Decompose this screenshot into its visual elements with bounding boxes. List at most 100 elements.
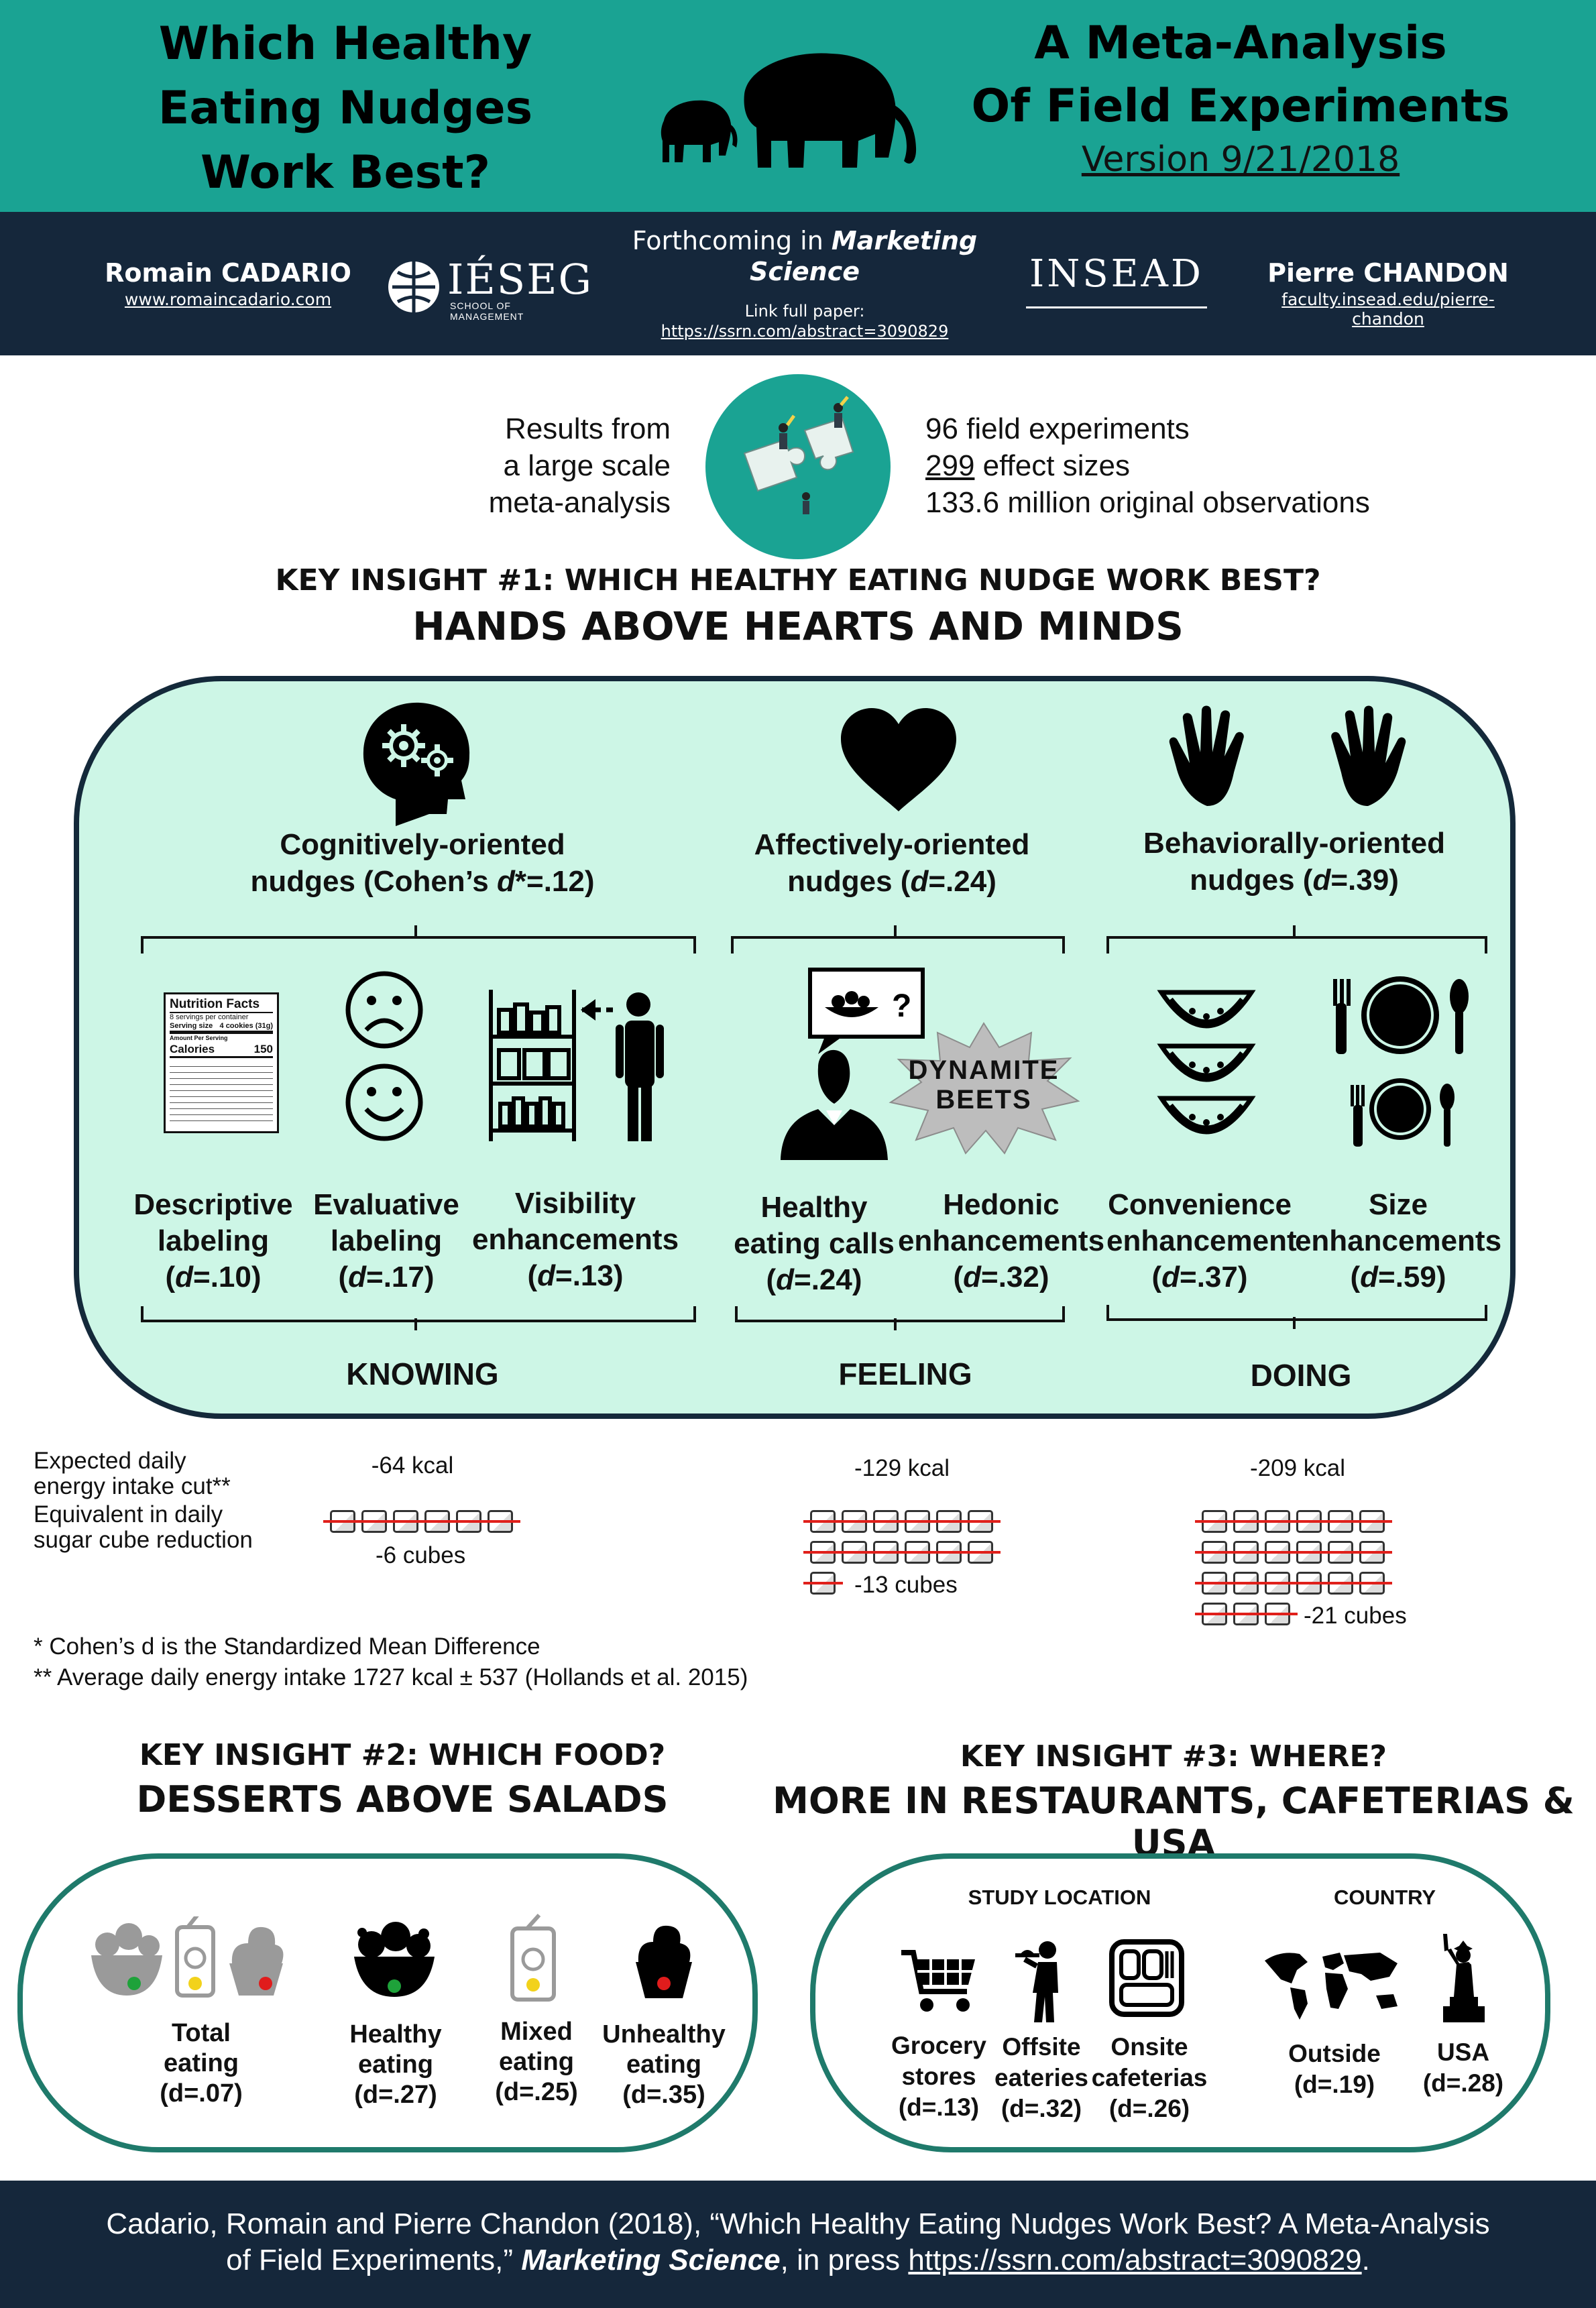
nudge-descriptive-l2: labeling (157, 1224, 270, 1257)
behavioral-group-prefix: nudges ( (1190, 864, 1313, 897)
nudge-visibility-d: d (537, 1259, 556, 1292)
insight1-kicker: KEY INSIGHT #1: WHICH HEALTHY EATING NUD… (275, 563, 1321, 597)
nudge-convenience-d: d (1161, 1261, 1180, 1293)
sugar-cube-feeling (873, 1541, 899, 1564)
food-healthy: Healthy eating (d=.27) (322, 2020, 469, 2110)
cognitive-top-brace (141, 936, 696, 954)
cognitive-group-prefix: nudges (Cohen’s (250, 865, 497, 898)
affective-group-value: =.24) (928, 865, 996, 898)
paper-link[interactable]: https://ssrn.com/abstract=3090829 (661, 322, 949, 341)
insight2-kicker: KEY INSIGHT #2: WHICH FOOD? (139, 1738, 666, 1772)
location-onsite-val: (d=.26) (1108, 2095, 1190, 2122)
sugar-cube-doing (1202, 1541, 1227, 1564)
author1-name: Romain CADARIO (105, 258, 351, 288)
nudge-convenience-val: =.37) (1180, 1261, 1248, 1293)
cubes-knowing: -6 cubes (376, 1542, 466, 1568)
insight1-headline: HANDS ABOVE HEARTS AND MINDS (412, 603, 1184, 649)
summary-experiments: 96 field experiments (925, 412, 1190, 445)
nudge-visibility-pre: ( (527, 1259, 538, 1292)
citation-journal: Marketing Science (521, 2244, 781, 2276)
nudge-healthy-calls-l2: eating calls (734, 1227, 895, 1260)
feeling-brace (735, 1306, 1065, 1322)
behavioral-group-value: =.39) (1330, 864, 1399, 897)
sugar-cube-doing (1328, 1572, 1353, 1595)
head-gears-icon (363, 702, 470, 826)
nudge-descriptive-d: d (175, 1261, 194, 1293)
nudge-size-val: =.59) (1378, 1261, 1446, 1293)
energy-label-4: sugar cube reduction (34, 1527, 253, 1553)
forthcoming-journal-1: Marketing (831, 226, 978, 255)
kcal-doing: -209 kcal (1249, 1455, 1346, 1481)
sugar-cube-feeling (842, 1541, 867, 1564)
knowing-brace-tick (414, 1318, 417, 1330)
sugar-cube-knowing (456, 1510, 481, 1533)
nudge-convenience-pre: ( (1151, 1261, 1162, 1293)
sugar-cube-strike-feeling (803, 1582, 843, 1584)
cognitive-group-d: d (496, 865, 515, 898)
sugar-cube-doing (1202, 1603, 1227, 1625)
mixed-eating-icon (510, 1913, 556, 2002)
country-outside-l1: Outside (1288, 2040, 1381, 2067)
shelf-person-icon (489, 990, 664, 1141)
food-total: Total eating (d=.07) (127, 2018, 275, 2109)
nutrition-title: Nutrition Facts (170, 997, 273, 1013)
location-grocery-l2: stores (901, 2063, 976, 2090)
sugar-cube-doing (1296, 1510, 1322, 1533)
footnote-1: * Cohen’s d is the Standardized Mean Dif… (34, 1633, 540, 1660)
sugar-cube-knowing (488, 1510, 513, 1533)
citation-end: . (1361, 2244, 1370, 2276)
title-right: A Meta-Analysis Of Field Experiments (959, 12, 1522, 138)
sugar-cube-feeling (810, 1572, 836, 1595)
sugar-cube-doing (1359, 1572, 1385, 1595)
behavioral-group-line-2: nudges (d=.39) (1086, 862, 1502, 899)
nudge-convenience-l1: Convenience (1108, 1188, 1292, 1221)
nudge-evaluative-val: =.17) (366, 1261, 435, 1293)
summary-left-line-1: Results from (505, 412, 671, 445)
title-left-line-2: Eating Nudges (158, 82, 533, 135)
location-onsite-l1: Onsite (1110, 2033, 1188, 2061)
citation-prefix: of Field Experiments,” (226, 2244, 522, 2276)
nutrition-calories: Calories (170, 1043, 215, 1055)
nudge-healthy-calls: Healthy eating calls (d=.24) (728, 1190, 900, 1298)
sugar-cube-strike-knowing (323, 1520, 520, 1523)
forthcoming-journal-2: Science (749, 257, 860, 286)
citation-link[interactable]: https://ssrn.com/abstract=3090829 (908, 2244, 1362, 2276)
summary-left-line-3: meta-analysis (488, 486, 671, 519)
sugar-cube-doing (1265, 1541, 1290, 1564)
nudge-size: Size enhancements (d=.59) (1294, 1187, 1502, 1295)
behavioral-group-label: Behaviorally-oriented nudges (d=.39) (1086, 825, 1502, 899)
food-panel (17, 1853, 758, 2152)
watermelon-slices-icon (1157, 990, 1256, 1135)
sugar-cube-feeling (968, 1510, 993, 1533)
food-unhealthy: Unhealthy eating (d=.35) (590, 2020, 738, 2110)
nudge-evaluative: Evaluative labeling (d=.17) (306, 1187, 467, 1295)
summary-left: Results from a large scale meta-analysis (416, 410, 671, 521)
food-total-val: (d=.07) (160, 2079, 243, 2108)
nudge-hedonic-pre: ( (953, 1261, 964, 1293)
author2-url[interactable]: faculty.insead.edu/pierre-chandon (1281, 290, 1495, 329)
sugar-cube-doing (1265, 1572, 1290, 1595)
affective-group-d: d (910, 865, 929, 898)
doing-brace-tick (1293, 1317, 1296, 1329)
nudge-healthy-calls-d: d (776, 1263, 795, 1296)
country-outside: Outside (d=.19) (1274, 2038, 1395, 2100)
link-label: Link full paper: (744, 302, 865, 321)
waiter-icon (1015, 1941, 1058, 2022)
location-grocery: Grocery stores (d=.13) (878, 2030, 999, 2123)
nudge-size-l2: enhancements (1294, 1224, 1502, 1257)
woman-speech-icon: ? (781, 968, 925, 1160)
insead-logo-rule (1026, 306, 1207, 308)
affective-group-prefix: nudges ( (787, 865, 911, 898)
knowing-brace (141, 1306, 696, 1322)
sugar-cube-knowing (361, 1510, 387, 1533)
author1-url[interactable]: www.romaincadario.com (124, 290, 332, 309)
title-left: Which Healthy Eating Nudges Work Best? (101, 12, 590, 205)
elephants-icon (661, 53, 917, 168)
nudge-visibility-l1: Visibility (514, 1187, 636, 1220)
nudge-evaluative-value: (d=.17) (306, 1259, 467, 1295)
cognitive-group-label: Cognitively-oriented nudges (Cohen’s d*=… (208, 826, 637, 900)
sugar-cube-feeling (842, 1510, 867, 1533)
sugar-cube-doing (1233, 1603, 1259, 1625)
affective-top-brace-tick (894, 925, 897, 937)
